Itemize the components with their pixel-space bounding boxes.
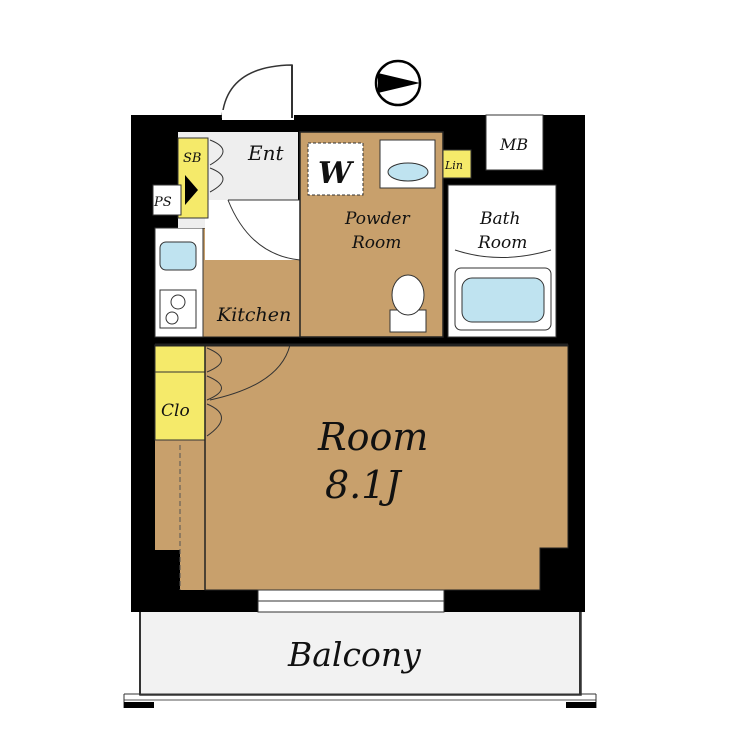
bathtub-icon	[461, 277, 545, 323]
label-bath-2: Room	[477, 233, 527, 253]
label-lin: Lin	[444, 159, 463, 172]
toilet-icon	[389, 274, 427, 333]
label-room: Room	[317, 415, 428, 459]
label-powder-2: Room	[351, 233, 401, 253]
closet-doors	[206, 344, 291, 437]
sink-icon	[159, 241, 197, 271]
label-w: W	[318, 156, 355, 191]
label-room-size: 8.1J	[325, 463, 402, 507]
balcony-window	[257, 589, 445, 613]
ps-marker-icon	[185, 175, 198, 205]
pipe-space	[152, 184, 182, 216]
label-bath-1: Bath	[479, 209, 520, 229]
bath-room	[447, 184, 557, 338]
label-balcony: Balcony	[287, 635, 421, 674]
label-clo: Clo	[161, 401, 190, 421]
closet	[154, 344, 206, 441]
north-arrow-icon	[374, 59, 422, 107]
powder-room	[299, 131, 444, 338]
washer-space	[307, 142, 364, 196]
sink-icon	[387, 162, 429, 182]
meter-box	[485, 114, 544, 171]
shoe-box	[177, 137, 209, 219]
door-swing-icon	[227, 199, 301, 261]
label-ps: PS	[153, 195, 172, 210]
linen-cupboard	[442, 149, 472, 179]
label-kitchen: Kitchen	[216, 304, 291, 326]
door-swing-icon	[221, 64, 293, 119]
label-ent: Ent	[247, 141, 284, 165]
room-corner-floor	[180, 550, 205, 590]
balcony	[123, 610, 597, 708]
entry-door	[221, 64, 294, 120]
label-powder-1: Powder	[344, 209, 410, 229]
label-sb: SB	[183, 151, 201, 166]
label-mb: MB	[499, 135, 528, 154]
stove-icon	[159, 289, 197, 329]
